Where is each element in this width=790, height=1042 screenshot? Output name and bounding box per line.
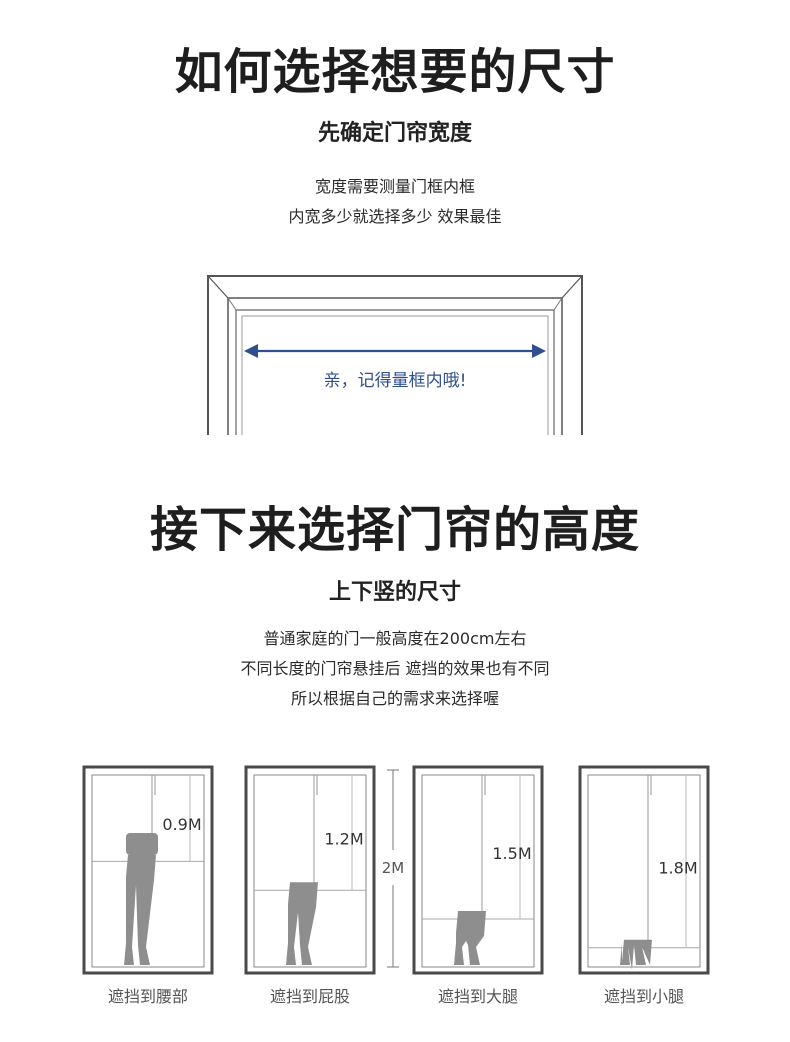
height-title: 接下来选择门帘的高度 [149, 502, 640, 558]
curtain-option-4: 1.8M 遮挡到小腿 [578, 765, 710, 1006]
width-desc-line-2: 内宽多少就选择多少 效果最佳 [288, 207, 502, 226]
door-inner-frame [253, 774, 367, 968]
height-subtitle: 上下竖的尺寸 [328, 580, 461, 605]
door-inner-frame [91, 774, 205, 968]
person-silhouette [286, 882, 318, 965]
width-desc-line-1: 宽度需要测量门框内框 [314, 177, 475, 196]
coverage-caption: 遮挡到屁股 [270, 987, 350, 1006]
curtain-length-label: 1.5M [492, 844, 531, 863]
measure-inside-label: 亲，记得量框内哦! [324, 371, 467, 391]
door-width-diagram: 亲，记得量框内哦! [200, 270, 590, 435]
curtain-length-label: 1.2M [324, 830, 363, 849]
door-frame [244, 765, 376, 975]
curtain-option-1: 0.9M 遮挡到腰部 [82, 765, 214, 1006]
curtain-length-options: 2M 0.9M 遮挡到腰部 1.2M 遮挡到屁股 1.5M 遮挡到大腿 1.8M 遮挡到小腿 [82, 765, 710, 1006]
height-desc-line-2: 不同长度的门帘悬挂后 遮挡的效果也有不同 [240, 659, 550, 678]
width-subtitle: 先确定门帘宽度 [317, 121, 472, 146]
main-title: 如何选择想要的尺寸 [174, 44, 616, 100]
coverage-caption: 遮挡到腰部 [108, 987, 188, 1006]
door-inner-frame [587, 774, 701, 968]
height-description: 普通家庭的门一般高度在200cm左右 不同长度的门帘悬挂后 遮挡的效果也有不同 … [0, 624, 790, 714]
door-frame [578, 765, 710, 975]
coverage-caption: 遮挡到小腿 [604, 987, 684, 1006]
curtain-length-label: 0.9M [162, 815, 201, 834]
door-height-label: 2M [382, 859, 405, 877]
width-arrow [244, 344, 546, 358]
curtain-length-label: 1.8M [658, 858, 697, 877]
person-silhouette [620, 939, 652, 970]
curtain-option-3: 1.5M 遮挡到大腿 [412, 765, 544, 1006]
curtain-option-2: 1.2M 遮挡到屁股 [244, 765, 376, 1006]
height-desc-line-1: 普通家庭的门一般高度在200cm左右 [263, 629, 527, 648]
height-desc-line-3: 所以根据自己的需求来选择喔 [290, 689, 499, 708]
coverage-caption: 遮挡到大腿 [438, 987, 518, 1006]
person-silhouette [454, 911, 486, 965]
door-inner-frame [421, 774, 535, 968]
person-silhouette [124, 833, 158, 965]
width-description: 宽度需要测量门框内框 内宽多少就选择多少 效果最佳 [0, 172, 790, 232]
